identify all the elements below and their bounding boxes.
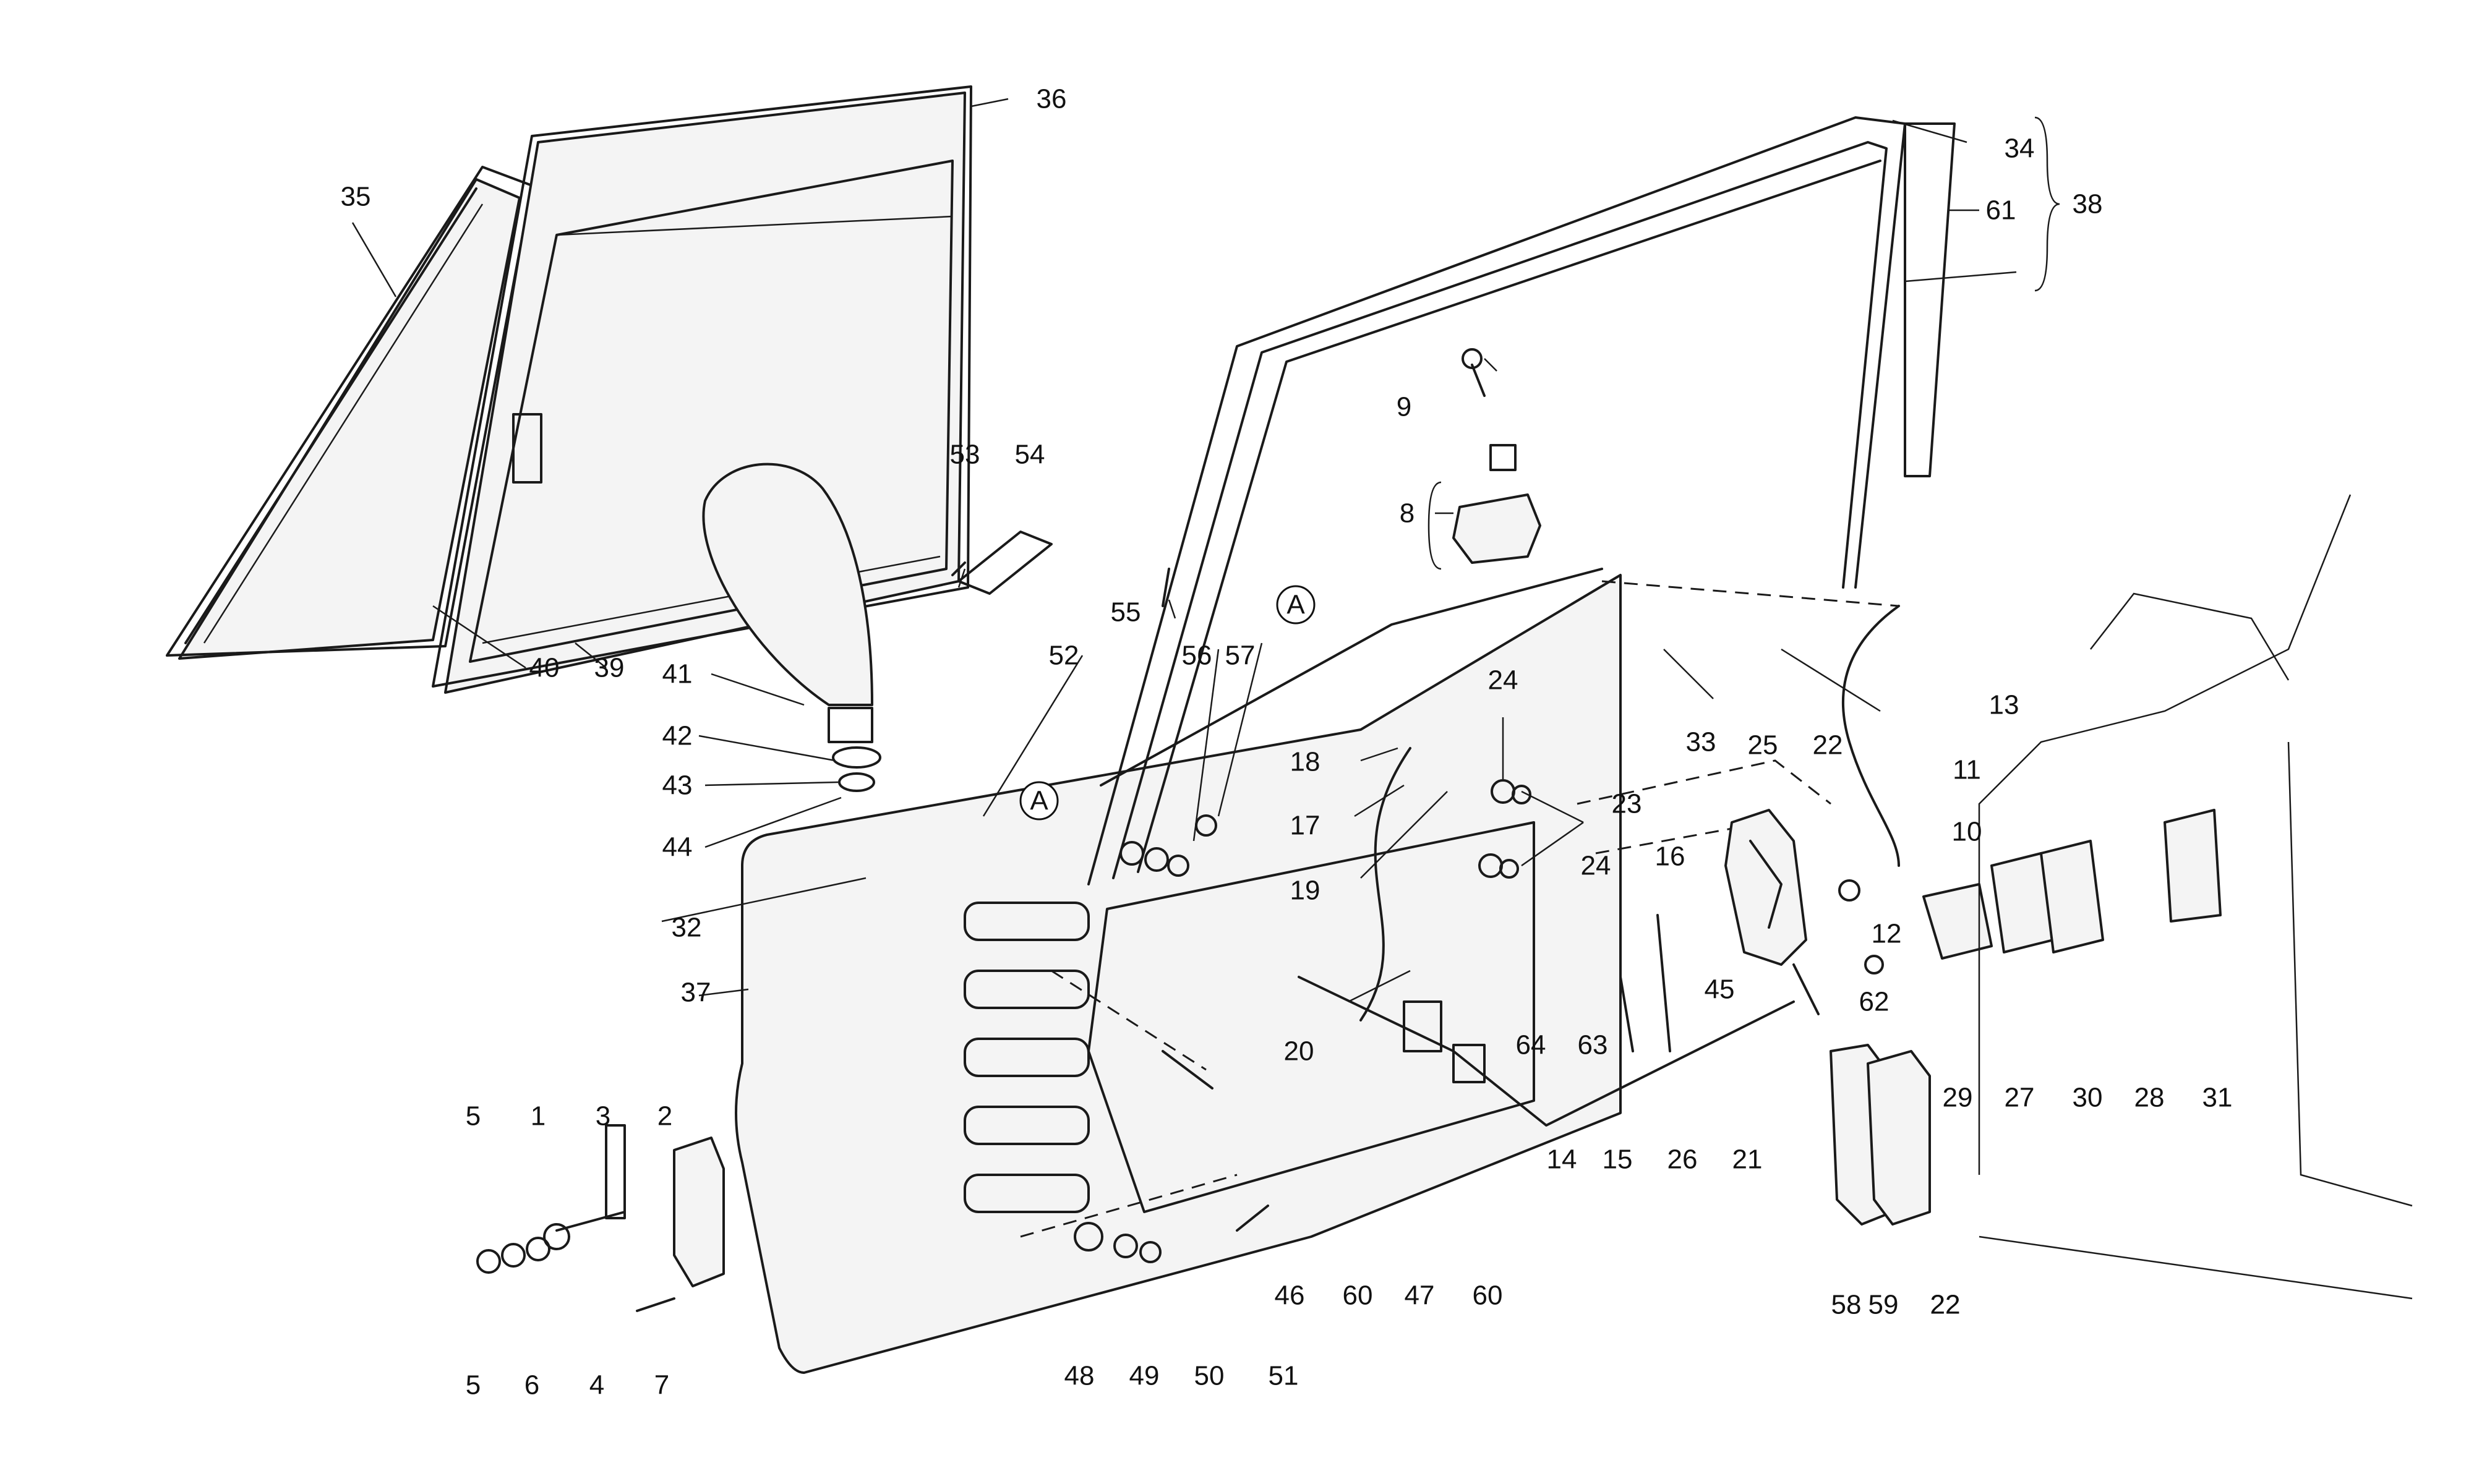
callout-32: 32 [672,913,702,943]
mirror-assembly [702,463,881,792]
callout-48: 48 [1064,1361,1095,1391]
callout-38: 38 [2073,189,2103,220]
callout-8: 8 [1400,498,1415,529]
callout-3: 3 [596,1101,610,1132]
callout-22: 22 [1930,1290,1961,1320]
lock-assembly [1452,348,1541,564]
callout-24: 24 [1581,851,1611,881]
callout-53: 53 [950,440,980,470]
callout-58: 58 [1831,1290,1862,1320]
callout-labels: 1 2 3 4 5 5 6 7 8 9 10 11 12 13 14 15 16… [341,84,2233,1401]
callout-16: 16 [1655,842,1685,872]
callout-64: 64 [1516,1030,1546,1060]
regulator-assembly [1162,747,1795,1232]
callout-52: 52 [1049,641,1079,671]
door-latch-assembly [1724,809,1820,1015]
callout-49: 49 [1129,1361,1160,1391]
reference-marker-label: A [1030,786,1048,816]
callout-33: 33 [1686,727,1716,757]
callout-5: 5 [466,1101,481,1132]
reference-marker-label: A [1286,590,1305,620]
door-frame-assembly [957,116,1956,885]
callout-46: 46 [1275,1281,1305,1311]
callout-40: 40 [529,653,560,683]
callout-24: 24 [1488,665,1518,696]
callout-60: 60 [1473,1281,1503,1311]
callout-27: 27 [2005,1083,2035,1113]
callout-17: 17 [1290,811,1320,841]
callout-42: 42 [662,721,693,751]
callout-23: 23 [1612,789,1642,819]
cables-and-dashed-guides [1020,580,1900,1238]
callout-29: 29 [1943,1083,1973,1113]
callout-50: 50 [1194,1361,1225,1391]
callout-51: 51 [1269,1361,1299,1391]
callout-20: 20 [1284,1036,1314,1067]
callout-4: 4 [589,1370,604,1401]
callout-37: 37 [681,978,711,1008]
callout-28: 28 [2134,1083,2165,1113]
reference-marker-a-lower: A [1019,781,1059,821]
callout-35: 35 [341,182,371,212]
callout-21: 21 [1732,1145,1763,1175]
callout-44: 44 [662,832,693,863]
callout-57: 57 [1225,641,1256,671]
callout-63: 63 [1578,1030,1608,1060]
callout-34: 34 [2005,134,2035,164]
callout-1: 1 [531,1101,546,1132]
callout-15: 15 [1603,1145,1633,1175]
callout-60: 60 [1343,1281,1373,1311]
reference-marker-a-upper: A [1276,585,1316,625]
callout-19: 19 [1290,876,1320,906]
callout-45: 45 [1705,974,1735,1005]
callout-22: 22 [1930,1290,1961,1320]
callout-43: 43 [662,770,693,801]
callout-18: 18 [1290,747,1320,777]
callout-14: 14 [1547,1145,1577,1175]
hinge-assembly [476,1124,725,1312]
callout-31: 31 [2202,1083,2233,1113]
callout-36: 36 [1037,84,1067,114]
callout-10: 10 [1952,817,1982,847]
leader-lines [351,98,2060,1003]
callout-5: 5 [466,1370,481,1401]
callout-41: 41 [662,659,693,689]
callout-62: 62 [1859,987,1890,1017]
callout-39: 39 [594,653,625,683]
striker-assembly [1830,809,2222,1226]
body-side-outline [1978,494,2413,1300]
callout-25: 25 [1748,730,1778,761]
callout-55: 55 [1111,597,1141,628]
callout-26: 26 [1667,1145,1698,1175]
callout-7: 7 [654,1370,669,1401]
callout-56: 56 [1182,641,1212,671]
callout-2: 2 [657,1101,672,1132]
callout-61: 61 [1986,195,2016,226]
callout-13: 13 [1989,690,2019,720]
callout-9: 9 [1397,392,1411,422]
callout-47: 47 [1405,1281,1435,1311]
door-shell [735,568,1622,1374]
callout-22: 22 [1813,730,1843,761]
callout-6: 6 [524,1370,539,1401]
callout-59: 59 [1868,1290,1899,1320]
callout-12: 12 [1872,919,1902,949]
vent-window-assembly [166,166,533,660]
callout-11: 11 [1953,755,1981,785]
callout-54: 54 [1015,440,1045,470]
callout-30: 30 [2073,1083,2103,1113]
door-vent-slots [964,902,1090,1213]
